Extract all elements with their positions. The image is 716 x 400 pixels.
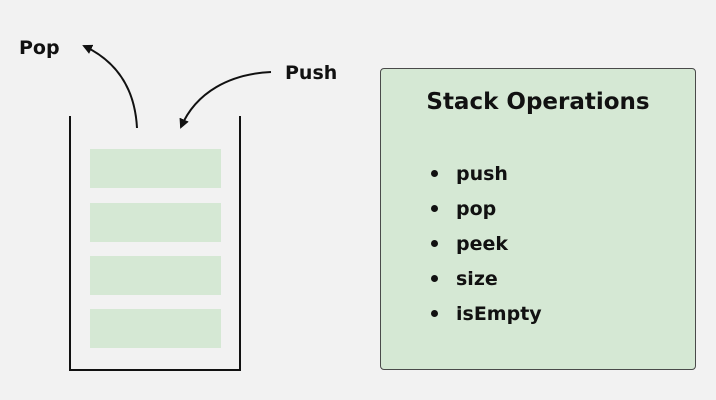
operation-label: push bbox=[456, 163, 508, 185]
pop-label: Pop bbox=[19, 37, 60, 59]
push-label: Push bbox=[285, 62, 338, 84]
pop-arrow bbox=[82, 44, 138, 129]
stack-slot bbox=[90, 256, 221, 295]
operation-item: pop bbox=[431, 197, 542, 232]
operations-title: Stack Operations bbox=[426, 89, 650, 115]
bullet-icon bbox=[431, 205, 438, 212]
operation-item: size bbox=[431, 267, 542, 302]
bullet-icon bbox=[431, 275, 438, 282]
bullet-icon bbox=[431, 310, 438, 317]
operation-item: push bbox=[431, 162, 542, 197]
operation-label: peek bbox=[456, 233, 509, 255]
operation-label: isEmpty bbox=[456, 303, 542, 325]
stack-container bbox=[69, 116, 241, 371]
operations-panel: Stack Operations push pop peek size isEm… bbox=[380, 68, 696, 370]
operation-label: pop bbox=[456, 198, 497, 220]
push-arrow bbox=[179, 71, 272, 129]
stack-slot bbox=[90, 309, 221, 348]
operations-list: push pop peek size isEmpty bbox=[431, 162, 542, 337]
operation-item: peek bbox=[431, 232, 542, 267]
operation-label: size bbox=[456, 268, 498, 290]
stack-slot bbox=[90, 203, 221, 242]
bullet-icon bbox=[431, 170, 438, 177]
operation-item: isEmpty bbox=[431, 302, 542, 337]
stack-slot bbox=[90, 149, 221, 188]
bullet-icon bbox=[431, 240, 438, 247]
